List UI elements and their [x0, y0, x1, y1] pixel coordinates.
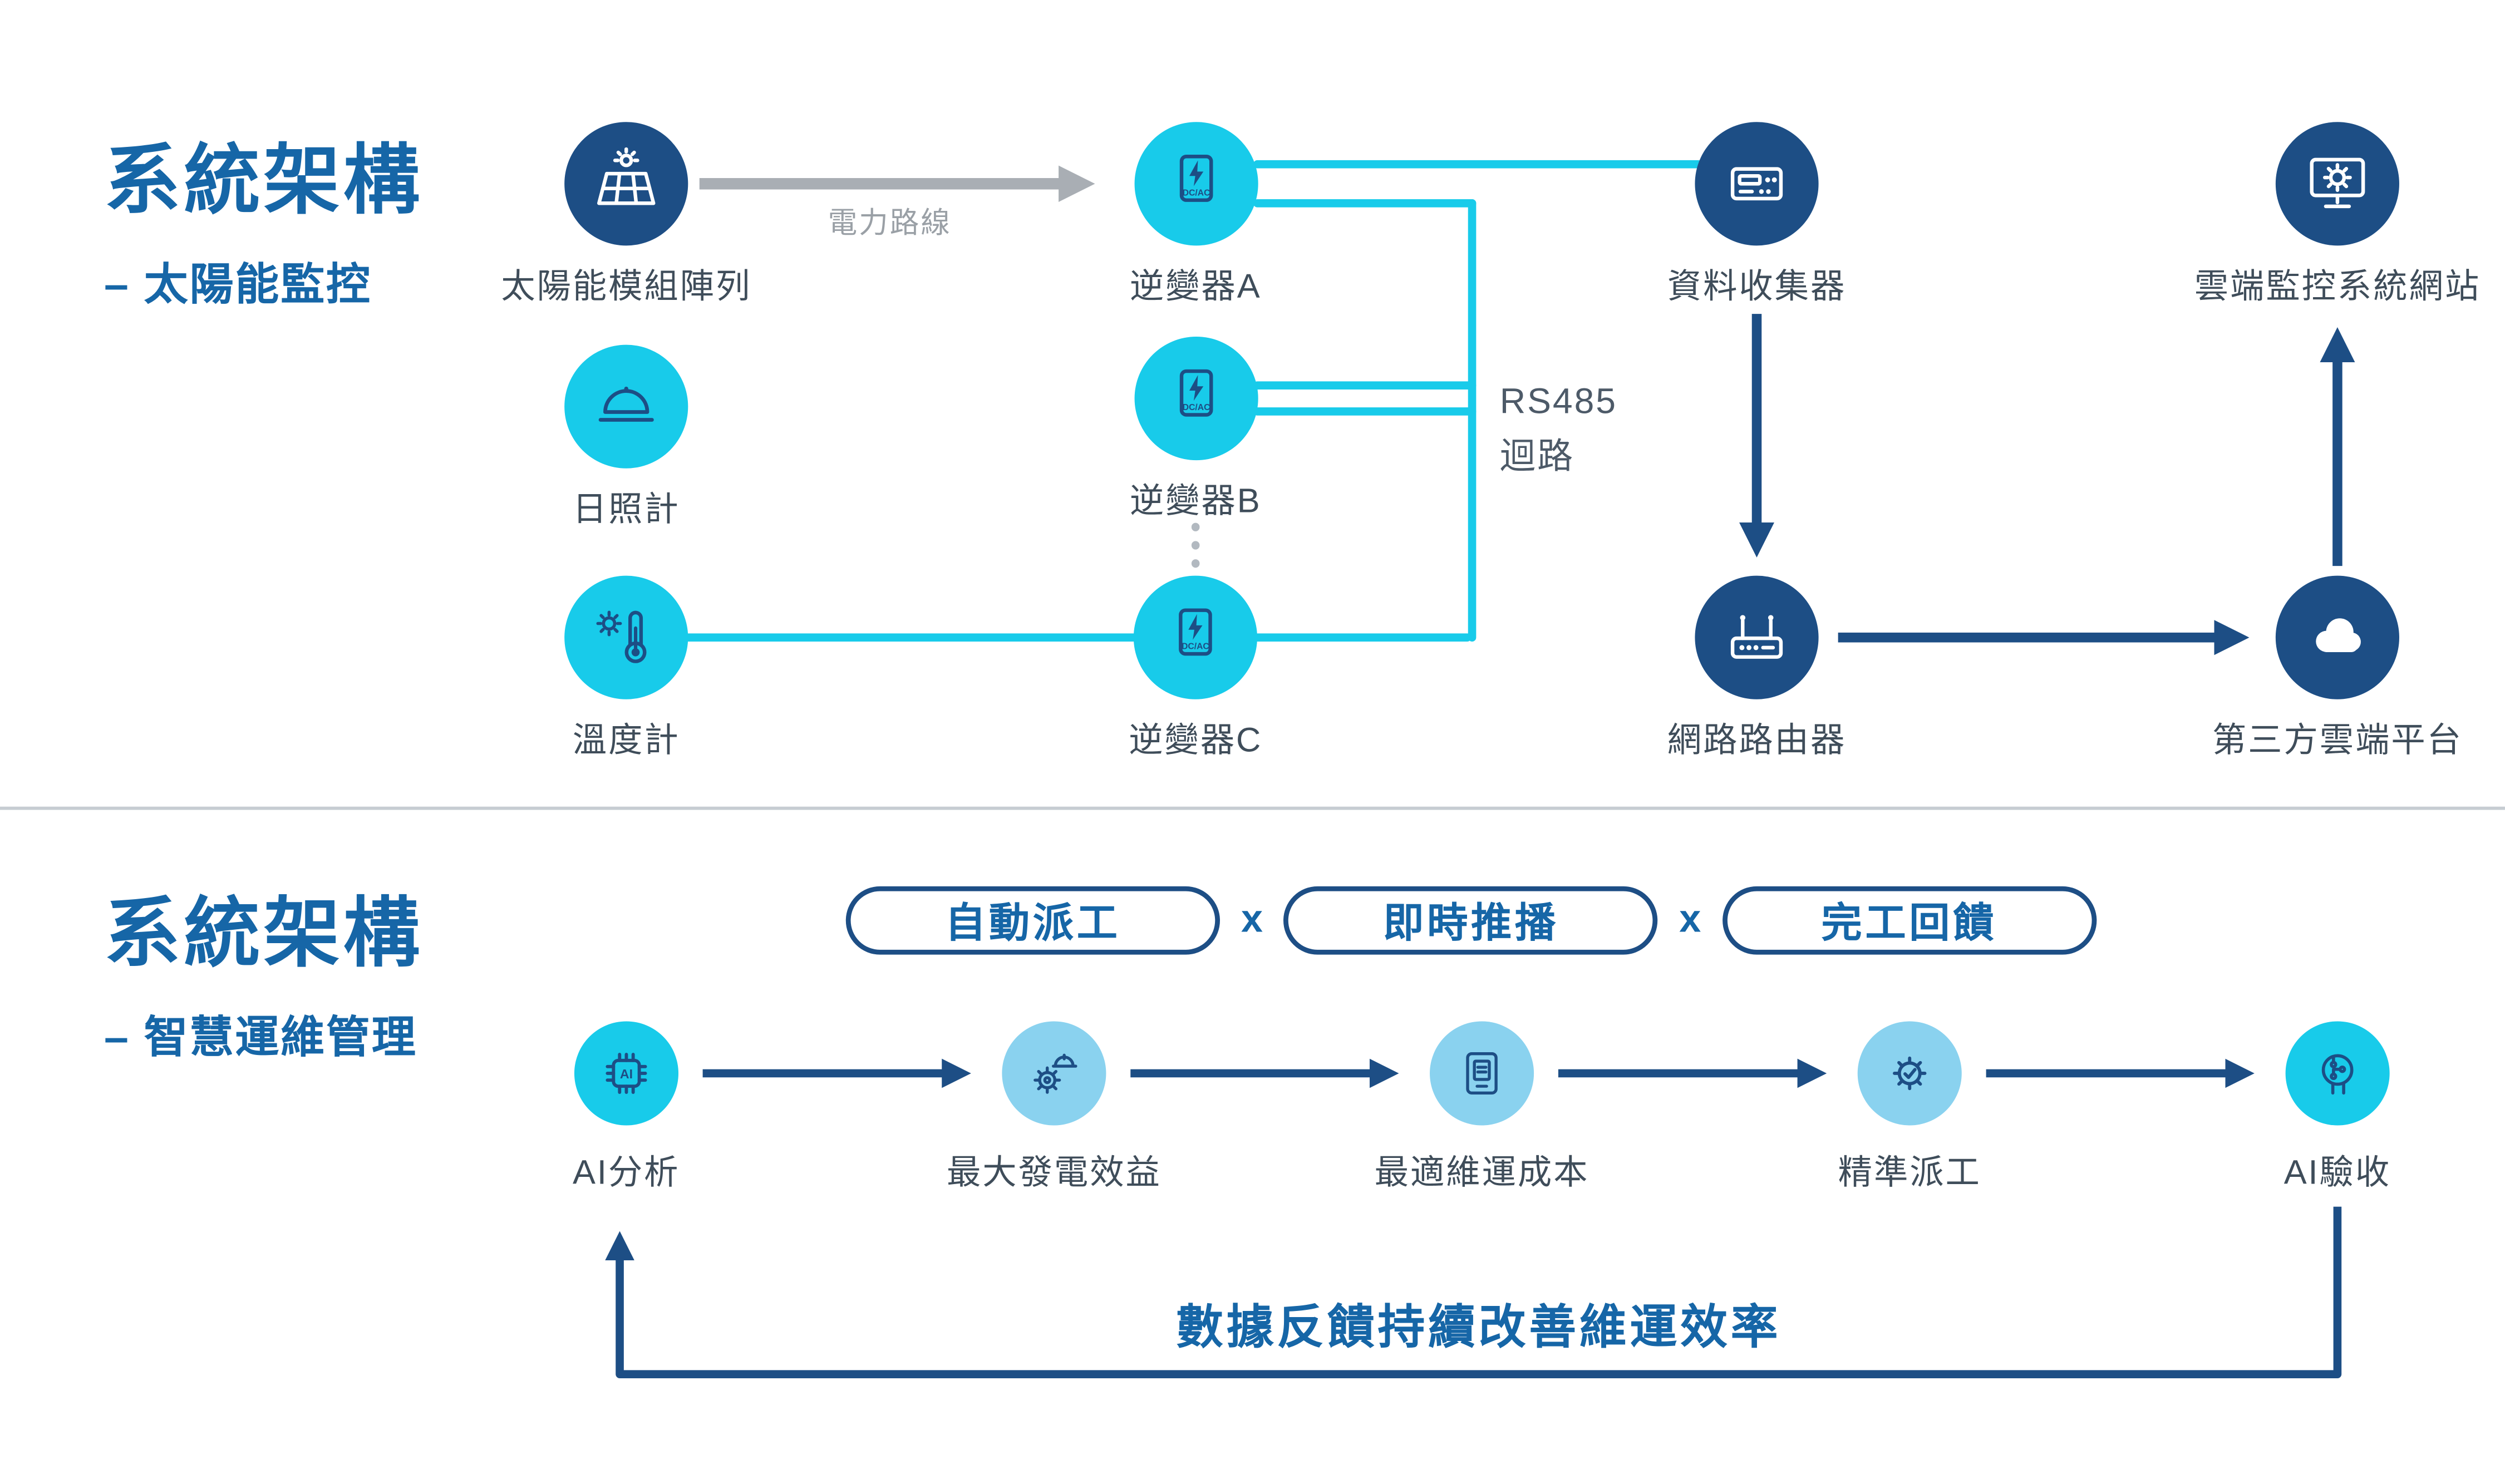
- node-cloud-platform: 第三方雲端平台: [2212, 575, 2463, 763]
- step-label-ai-analysis: AI分析: [573, 1155, 680, 1192]
- node-label-solar: 太陽能模組陣列: [501, 268, 752, 306]
- node-ai-analysis: AI AI分析: [573, 1021, 680, 1195]
- node-max-power: 最大發電效益: [947, 1021, 1162, 1195]
- datalogger-icon: [1695, 122, 1819, 246]
- node-label-collector: 資料收集器: [1667, 268, 1847, 306]
- gear-check-icon: [1857, 1021, 1962, 1126]
- router-antenna-icon: [1695, 575, 1819, 699]
- pill-completion-feedback: 完工回饋: [1722, 886, 2096, 955]
- top-section-title: 系統架構: [104, 136, 423, 223]
- tablet-document-icon: [1430, 1021, 1534, 1126]
- inverter-dcac-text: DC/AC: [1182, 403, 1209, 412]
- cloud-icon: [2275, 575, 2399, 699]
- node-ai-acceptance: AI驗收: [2284, 1021, 2391, 1195]
- node-label-pyranometer: 日照計: [572, 491, 680, 529]
- dome-sensor-icon: [564, 344, 688, 469]
- arrow-feedback-loop: [605, 1206, 2342, 1378]
- node-router: 網路路由器: [1667, 575, 1847, 763]
- pill-auto-dispatch: 自動派工: [845, 886, 1220, 955]
- inverter-dcac-text: DC/AC: [1182, 642, 1209, 652]
- node-label-inverter-b: 逆變器B: [1129, 483, 1262, 521]
- inverter-bolt-dcac-icon: DC/AC: [1134, 336, 1258, 461]
- node-pyranometer: 日照計: [564, 344, 688, 532]
- ai-chip-text: AI: [620, 1067, 633, 1081]
- section-divider: [0, 806, 2505, 810]
- node-label-inverter-c: 逆變器C: [1129, 722, 1263, 760]
- ai-chip-icon: AI: [574, 1021, 678, 1126]
- node-thermometer: 溫度計: [564, 575, 688, 763]
- bottom-title-block: 系統架構 – 智慧運維管理: [104, 870, 423, 1066]
- top-section-subtitle: – 太陽能監控: [104, 260, 372, 309]
- rs485-line2: 迴路: [1499, 436, 1575, 477]
- bottom-section-title: 系統架構: [104, 889, 423, 976]
- step-label-optimal-cost: 最適維運成本: [1374, 1155, 1589, 1192]
- bottom-section-subtitle: – 智慧運維管理: [104, 1013, 417, 1062]
- rs485-label: RS485 迴路: [1500, 374, 1617, 485]
- solar-panel-sun-icon: [564, 122, 688, 246]
- head-circuit-icon: [2285, 1021, 2390, 1126]
- node-label-thermometer: 溫度計: [572, 722, 680, 760]
- monitor-gear-icon: [2275, 122, 2399, 246]
- node-label-router: 網路路由器: [1667, 722, 1847, 760]
- feedback-loop-text: 數據反饋持續改善維運效率: [1176, 1303, 1781, 1355]
- node-label-inverter-a: 逆變器A: [1129, 268, 1262, 306]
- node-inverter-c: DC/AC 逆變器C: [1129, 575, 1263, 763]
- gear-helmet-icon: [1002, 1021, 1106, 1126]
- node-optimal-cost: 最適維運成本: [1375, 1021, 1589, 1195]
- node-inverter-a: DC/AC 逆變器A: [1130, 122, 1262, 309]
- step-label-ai-acceptance: AI驗收: [2283, 1155, 2391, 1192]
- feature-pills: 自動派工 x 即時推播 x 完工回饋: [845, 886, 2096, 955]
- inverter-bolt-dcac-icon: DC/AC: [1134, 122, 1258, 246]
- step-label-max-power: 最大發電效益: [947, 1155, 1162, 1192]
- thermometer-sun-icon: [564, 575, 688, 699]
- node-precise-dispatch: 精準派工: [1838, 1021, 1981, 1195]
- node-data-collector: 資料收集器: [1667, 122, 1846, 309]
- node-label-cloud-platform: 第三方雲端平台: [2212, 722, 2463, 760]
- node-solar-array: 太陽能模組陣列: [501, 122, 751, 309]
- top-title-block: 系統架構 – 太陽能監控: [104, 117, 423, 312]
- rs485-line1: RS485: [1499, 380, 1617, 421]
- pill-separator: x: [1241, 898, 1263, 942]
- step-label-precise-dispatch: 精準派工: [1838, 1155, 1981, 1192]
- node-cloud-website: 雲端監控系統網站: [2194, 122, 2481, 309]
- pill-realtime-push: 即時推播: [1284, 886, 1658, 955]
- power-line-label: 電力路線: [828, 206, 952, 239]
- pill-separator: x: [1679, 898, 1701, 942]
- inverter-dcac-text: DC/AC: [1182, 188, 1209, 198]
- node-label-website: 雲端監控系統網站: [2194, 268, 2481, 306]
- node-inverter-b: DC/AC 逆變器B: [1129, 336, 1262, 524]
- inverter-bolt-dcac-icon: DC/AC: [1134, 575, 1258, 699]
